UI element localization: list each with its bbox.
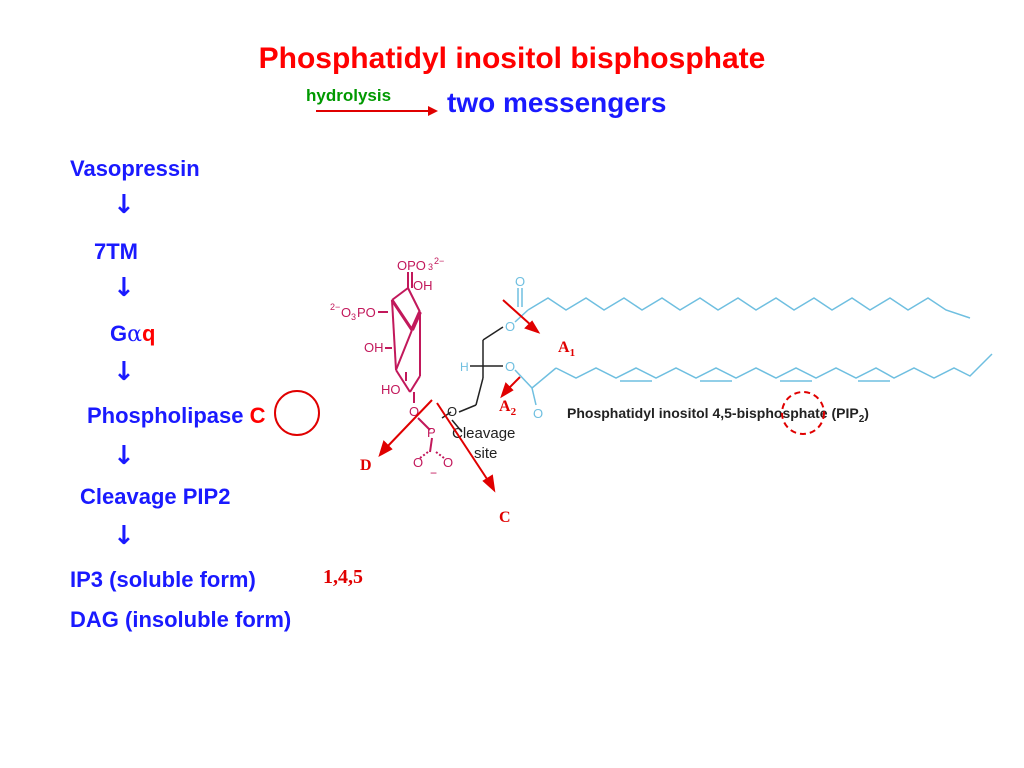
cleavage-arrows [378, 299, 541, 493]
hydrolysis-label: hydrolysis [306, 86, 392, 105]
step-7tm: 7TM [94, 239, 138, 264]
site-d-label: D [360, 457, 372, 474]
oh-group-1: OH [413, 278, 433, 293]
down-arrow-icon: ↓ [113, 441, 135, 471]
carbonyl-oxygen-2: O [533, 406, 543, 421]
phosphate-minus: − [430, 466, 437, 480]
site-c-label: C [499, 509, 511, 526]
hydrogen-label: H [460, 360, 469, 374]
glycerol-backbone [441, 326, 504, 433]
carbonyl-oxygen-1: O [515, 274, 525, 289]
oh-group-2: OH [364, 340, 384, 355]
o3po-charge: 2− [330, 302, 340, 312]
pip2-caption: Phosphatidyl inositol 4,5-bisphosphate (… [567, 405, 869, 425]
opo3-group: OPO [397, 258, 426, 273]
cleavage-label: Cleavage [452, 425, 515, 442]
pip2-caption-end: ) [864, 405, 869, 421]
step-phospholipase-c: Phospholipase C [87, 403, 265, 429]
site-a2-label: A2 [499, 398, 517, 418]
subtitle-two-messengers: two messengers [447, 87, 667, 118]
down-arrow-icon: ↓ [113, 273, 135, 303]
fatty-acid-chains [514, 288, 993, 406]
down-arrow-icon: ↓ [113, 521, 135, 551]
ring-oxygen: O [409, 404, 419, 419]
positions-note: 1,4,5 [323, 566, 363, 588]
ester-oxygen-1: O [505, 319, 515, 334]
phosphorus: P [427, 425, 436, 440]
step-vasopressin: Vasopressin [70, 156, 200, 181]
page-title: Phosphatidyl inositol bisphosphate [258, 42, 766, 75]
linker-oxygen: O [447, 404, 457, 419]
pip2-caption-main: Phosphatidyl inositol 4,5-bisphosphate (… [567, 405, 859, 421]
step-g-alpha-q: Gαq [110, 321, 155, 347]
site-label: site [474, 445, 497, 462]
ester-oxygen-2: O [505, 359, 515, 374]
down-arrow-icon: ↓ [113, 190, 135, 220]
down-arrow-icon: ↓ [113, 357, 135, 387]
opo3-charge-sup: 2− [434, 256, 444, 266]
positions-dashed-circle [781, 391, 825, 435]
pip2-caption-sub: 2 [859, 414, 865, 425]
step-ip3: IP3 (soluble form) [70, 567, 256, 592]
step-cleavage-pip2: Cleavage PIP2 [80, 484, 231, 509]
phosphate-o-right: O [443, 455, 453, 470]
c-label: C [249, 403, 266, 428]
site-a1-label: A1 [558, 339, 575, 359]
o3po-group: O [341, 305, 351, 320]
opo3-charge: 3 [428, 262, 433, 272]
q-label: q [141, 321, 156, 346]
phosphate-o-left: O [413, 455, 423, 470]
o3po-sub: 3 [351, 312, 356, 322]
phospholipase-label: Phospholipase [87, 403, 250, 428]
g-label: G [110, 321, 128, 346]
step-dag: DAG (insoluble form) [70, 607, 292, 632]
ho-group: HO [381, 382, 401, 397]
o3po-po: PO [357, 305, 376, 320]
inositol-ring [378, 272, 445, 459]
alpha-symbol: α [127, 322, 142, 347]
